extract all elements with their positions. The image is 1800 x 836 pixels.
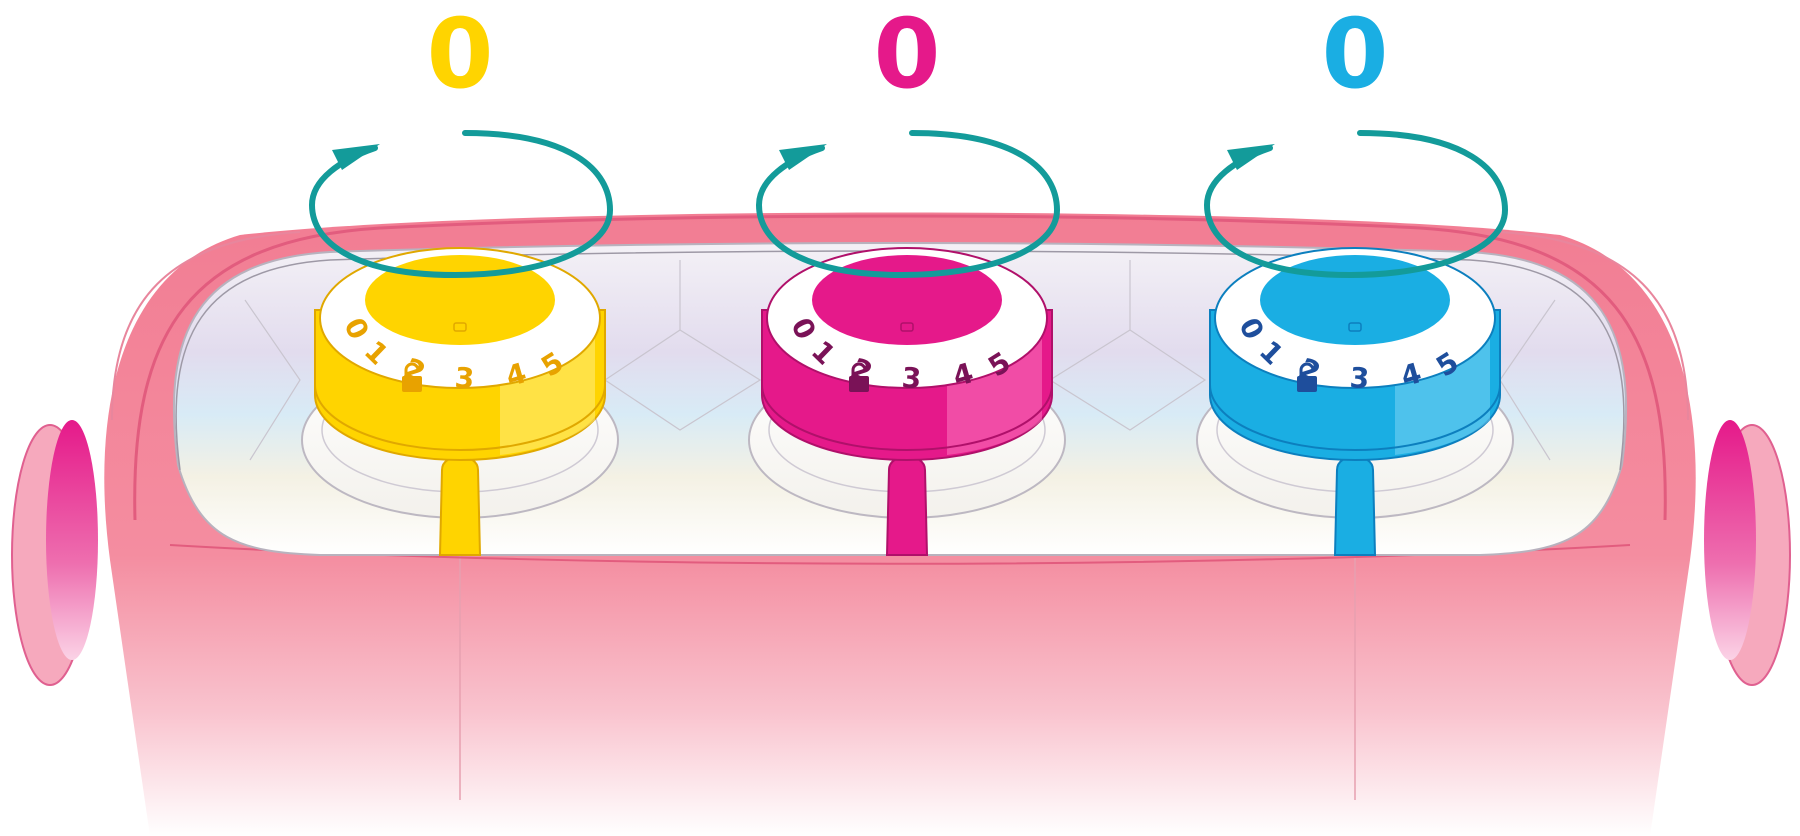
dial-tick-label: 3 <box>901 361 923 395</box>
dial-setting-yellow: 0 <box>380 6 540 102</box>
dial-tick-label: 3 <box>454 361 476 395</box>
left-side-knob <box>12 420 98 685</box>
right-side-knob <box>1704 420 1790 685</box>
dial-pointer <box>1335 457 1375 556</box>
dial-tick-label: 3 <box>1349 361 1371 395</box>
dial-setting-cyan: 0 <box>1275 6 1435 102</box>
dial-pointer <box>887 457 927 556</box>
dial-pointer <box>440 457 480 556</box>
dial-setting-magenta: 0 <box>827 6 987 102</box>
